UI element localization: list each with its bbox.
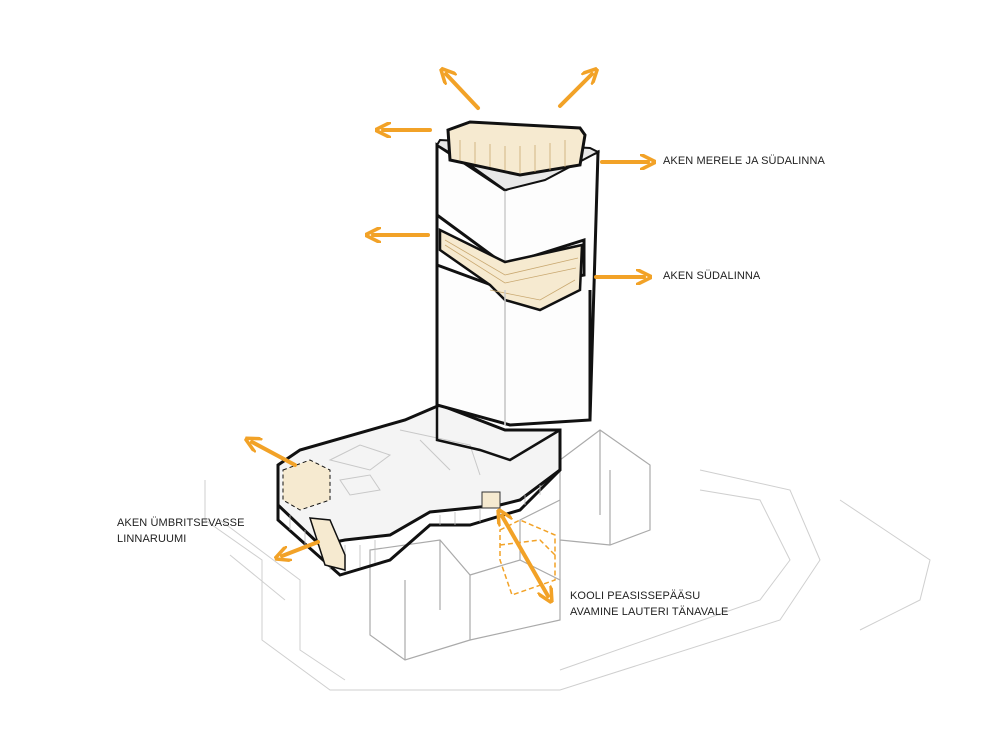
label-window-urban: AKEN ÜMBRITSEVASSE LINNARUUMI: [117, 515, 245, 547]
label-school-entrance-line2: AVAMINE LAUTERI TÄNAVALE: [570, 606, 729, 618]
label-school-entrance: KOOLI PEASISSEPÄÄSU AVAMINE LAUTERI TÄNA…: [570, 588, 728, 620]
site-context: [204, 469, 931, 691]
tower: [435, 120, 601, 462]
tower-crown: [446, 120, 587, 177]
label-window-city: AKEN SÜDALINNA: [663, 270, 761, 282]
label-window-urban-line2: LINNARUUMI: [117, 533, 187, 545]
view-arrows: [252, 74, 648, 596]
arrow-entrance: [502, 516, 548, 596]
label-school-entrance-line1: KOOLI PEASISSEPÄÄSU: [570, 590, 701, 602]
label-window-sea-city: AKEN MERELE JA SÜDALINNA: [663, 155, 825, 167]
arrow-podium-left: [252, 442, 297, 467]
podium-window-corner: [308, 517, 346, 571]
tower-accent-band: [438, 227, 584, 312]
arrow-up-left: [446, 74, 480, 110]
label-window-urban-line1: AKEN ÜMBRITSEVASSE: [117, 517, 245, 529]
arrow-up-right: [558, 74, 592, 108]
podium-window-entrance: [481, 491, 501, 509]
arrow-podium-corner: [282, 540, 320, 556]
podium-window-left: [282, 459, 331, 511]
